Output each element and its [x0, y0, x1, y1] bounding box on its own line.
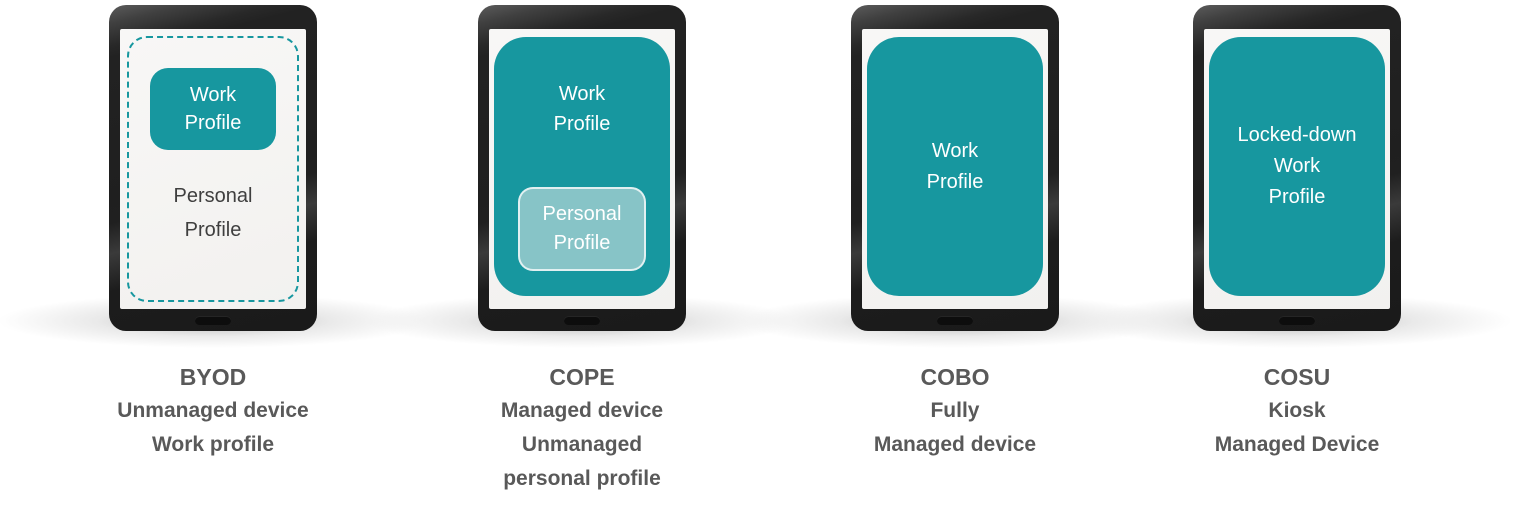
- locked-down-work-profile-label: Locked-down Work Profile: [1209, 37, 1385, 296]
- caption-title: COBO: [920, 364, 990, 390]
- personal-profile-line: Personal: [542, 203, 622, 225]
- phone-screen: Work Profile Personal Profile: [489, 29, 675, 309]
- work-profile-line: Profile: [1268, 186, 1326, 208]
- caption-title: COPE: [549, 364, 615, 390]
- caption-line: Work profile: [151, 433, 275, 456]
- work-profile-label: Profile: [184, 112, 242, 134]
- dashed-unmanaged-outline: [127, 36, 299, 302]
- caption-byod: BYOD Unmanaged device Work profile: [43, 361, 383, 462]
- personal-profile-line: Profile: [553, 232, 611, 254]
- caption-cobo: COBO Fully Managed device: [785, 361, 1125, 462]
- caption-line: Managed Device: [1214, 433, 1380, 456]
- personal-profile-label: Personal Profile: [120, 179, 306, 247]
- phone-cosu: Locked-down Work Profile: [1193, 5, 1401, 331]
- caption-line: personal profile: [503, 467, 661, 490]
- phone-cope: Work Profile Personal Profile: [478, 5, 686, 331]
- locked-down-work-profile-area: Locked-down Work Profile: [1209, 37, 1385, 296]
- caption-title: BYOD: [179, 364, 247, 390]
- work-profile-line: Profile: [926, 170, 984, 193]
- phone-screen: Work Profile Personal Profile: [120, 29, 306, 309]
- home-button: [564, 316, 600, 325]
- work-profile-label: Work Profile: [494, 79, 670, 139]
- work-profile-line: Profile: [553, 113, 611, 135]
- personal-profile-line: Profile: [184, 219, 242, 241]
- work-profile-area: Work Profile Personal Profile: [494, 37, 670, 296]
- personal-profile-box: Personal Profile: [518, 187, 646, 271]
- caption-line: Unmanaged: [521, 433, 643, 456]
- work-profile-line: Work: [558, 83, 606, 105]
- work-profile-box: Work Profile: [150, 68, 276, 150]
- work-profile-line: Work: [931, 139, 979, 162]
- phone-byod: Work Profile Personal Profile: [109, 5, 317, 331]
- caption-cosu: COSU Kiosk Managed Device: [1127, 361, 1467, 462]
- caption-line: Managed device: [500, 399, 664, 422]
- phone-screen: Work Profile: [862, 29, 1048, 309]
- work-profile-label: Work: [189, 84, 237, 106]
- caption-line: Managed device: [873, 433, 1037, 456]
- caption-line: Fully: [930, 399, 980, 422]
- device-group-byod: Work Profile Personal Profile BYOD Unman…: [0, 0, 428, 519]
- personal-profile-line: Personal: [173, 185, 253, 207]
- device-group-cosu: Locked-down Work Profile COSU Kiosk Mana…: [1082, 0, 1512, 519]
- phone-cobo: Work Profile: [851, 5, 1059, 331]
- caption-line: Kiosk: [1268, 399, 1326, 422]
- work-profile-label: Work Profile: [867, 37, 1043, 296]
- caption-line: Unmanaged device: [117, 399, 309, 422]
- caption-title: COSU: [1263, 364, 1331, 390]
- home-button: [195, 316, 231, 325]
- home-button: [1279, 316, 1315, 325]
- device-group-cobo: Work Profile COBO Fully Managed device: [740, 0, 1170, 519]
- home-button: [937, 316, 973, 325]
- work-profile-line: Locked-down: [1237, 124, 1357, 146]
- work-profile-line: Work: [1273, 155, 1321, 177]
- caption-cope: COPE Managed device Unmanaged personal p…: [412, 361, 752, 496]
- device-group-cope: Work Profile Personal Profile COPE Manag…: [367, 0, 797, 519]
- work-profile-area: Work Profile: [867, 37, 1043, 296]
- phone-screen: Locked-down Work Profile: [1204, 29, 1390, 309]
